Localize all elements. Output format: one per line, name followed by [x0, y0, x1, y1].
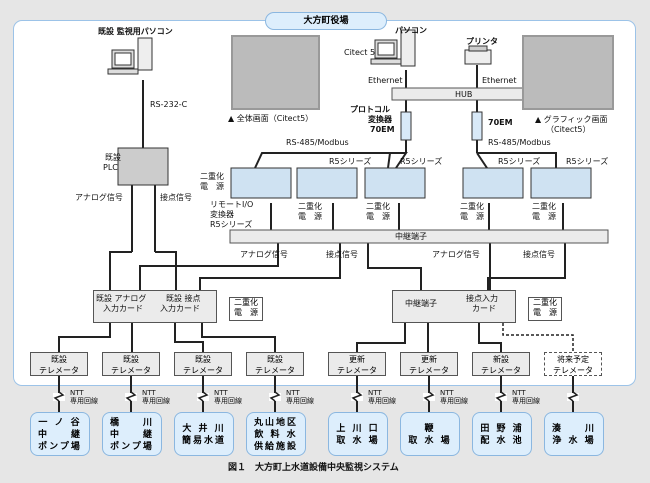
converter-right-icon — [471, 111, 483, 141]
converter-left-2: 変換器 — [368, 115, 392, 124]
telemeter-5: 更新テレメータ — [328, 352, 386, 376]
dual-power-r5-1b: 電 源 — [200, 182, 224, 191]
hub-label: HUB — [455, 90, 473, 99]
dual-power-r5-3a: 二重化 — [366, 202, 390, 211]
plc-existing-icon — [117, 147, 169, 186]
pc-new-label: パソコン — [395, 26, 427, 35]
relay-analog-signal-label-2: アナログ信号 — [432, 250, 480, 259]
site-3: 大 井 川簡易水道 — [174, 412, 234, 456]
dual-power-r5-5a: 二重化 — [532, 202, 556, 211]
left-card-group — [93, 290, 217, 323]
plc-label-2: PLC — [103, 163, 118, 172]
figure-caption: 図１ 大方町上水道設備中央監視システム — [228, 463, 399, 473]
telemeter-6: 更新テレメータ — [400, 352, 458, 376]
town-office-title: 大方町役場 — [265, 12, 387, 30]
converter-left-icon — [400, 111, 412, 141]
site-1: 一 ノ 谷中 継ポンプ場 — [30, 412, 90, 456]
left-contact-card-2: 入力カード — [160, 304, 200, 313]
left-analog-card-1: 既設 アナログ — [96, 294, 147, 303]
telemeter-7: 新設テレメータ — [472, 352, 530, 376]
pc-existing-icon — [107, 37, 153, 75]
remote-io-label-2: 変換器 — [210, 210, 234, 219]
telemeter-3: 既設テレメータ — [174, 352, 232, 376]
pc-new-icon — [370, 29, 416, 67]
series-label-1: R5シリーズ — [329, 157, 372, 166]
graphic-screenshot — [522, 35, 614, 110]
telemeter-2: 既設テレメータ — [102, 352, 160, 376]
ethernet-right-label: Ethernet — [482, 76, 517, 85]
dual-power-r5-1a: 二重化 — [200, 172, 224, 181]
site-5: 上 川 口取 水 場 — [328, 412, 388, 456]
right-dual-power: 二重化 電 源 — [528, 297, 562, 321]
series-label-3: R5シリーズ — [498, 157, 541, 166]
dual-power-r5-2a: 二重化 — [298, 202, 322, 211]
right-card-group — [392, 290, 516, 323]
plc-analog-signal-label: アナログ信号 — [75, 193, 123, 202]
dual-power-r5-5b: 電 源 — [532, 212, 556, 221]
converter-left-3: 70EM — [370, 125, 395, 134]
bus-label-left: RS-485/Modbus — [286, 138, 349, 147]
overview-caption: ▲ 全体画面（Citect5） — [228, 114, 314, 123]
series-label-4: R5シリーズ — [566, 157, 609, 166]
left-dual-power-2: 電 源 — [234, 308, 258, 317]
pc-existing-label: 既設 監視用パソコン — [98, 27, 173, 36]
converter-left-1: プロトコル — [350, 105, 390, 114]
right-dual-power-2: 電 源 — [533, 308, 557, 317]
relay-contact-signal-label-2: 接点信号 — [523, 250, 555, 259]
relay-analog-signal-label-1: アナログ信号 — [240, 250, 288, 259]
citect-label: Citect 5 — [344, 48, 376, 57]
relay-terminal-label: 中継端子 — [395, 232, 427, 241]
telemeter-8-planned: 将来予定テレメータ — [544, 352, 602, 376]
plc-contact-signal-label: 接点信号 — [160, 193, 192, 202]
dual-power-r5-2b: 電 源 — [298, 212, 322, 221]
dual-power-r5-4a: 二重化 — [460, 202, 484, 211]
site-7: 田 野 浦配 水 池 — [472, 412, 532, 456]
overview-screenshot — [231, 35, 320, 110]
relay-terminal-bar — [229, 229, 609, 244]
site-4: 丸山地区飲 料 水供給施設 — [246, 412, 306, 456]
telemeter-4: 既設テレメータ — [246, 352, 304, 376]
site-6: 鞭取 水 場 — [400, 412, 460, 456]
r5-units — [230, 167, 592, 199]
bus-label-right: RS-485/Modbus — [488, 138, 551, 147]
left-contact-card-1: 既設 接点 — [166, 294, 201, 303]
converter-right-label: 70EM — [488, 118, 513, 127]
right-contact-card-2: カード — [472, 304, 496, 313]
left-analog-card-2: 入力カード — [103, 304, 143, 313]
right-dual-power-1: 二重化 — [533, 298, 557, 307]
series-label-2: R5シリーズ — [400, 157, 443, 166]
right-relay-card: 中継端子 — [405, 299, 437, 308]
rs232-label: RS-232-C — [150, 100, 188, 109]
site-2: 橋 川中 継ポンプ場 — [102, 412, 162, 456]
site-8: 湊 川浄 水 場 — [544, 412, 604, 456]
remote-io-label-1: リモートI/O — [210, 200, 254, 209]
dual-power-r5-3b: 電 源 — [366, 212, 390, 221]
left-dual-power-1: 二重化 — [234, 298, 258, 307]
printer-icon — [464, 45, 492, 65]
plc-label-1: 既設 — [105, 153, 121, 162]
remote-io-label-3: R5シリーズ — [210, 220, 253, 229]
graphic-caption-2: （Citect5） — [546, 125, 591, 134]
ethernet-left-label: Ethernet — [368, 76, 403, 85]
left-dual-power: 二重化 電 源 — [229, 297, 263, 321]
dual-power-r5-4b: 電 源 — [460, 212, 484, 221]
telemeter-1: 既設テレメータ — [30, 352, 88, 376]
right-contact-card-1: 接点入力 — [466, 294, 498, 303]
relay-contact-signal-label-1: 接点信号 — [326, 250, 358, 259]
printer-label: プリンタ — [466, 37, 498, 46]
graphic-caption-1: ▲ グラフィック画面 — [535, 115, 608, 124]
